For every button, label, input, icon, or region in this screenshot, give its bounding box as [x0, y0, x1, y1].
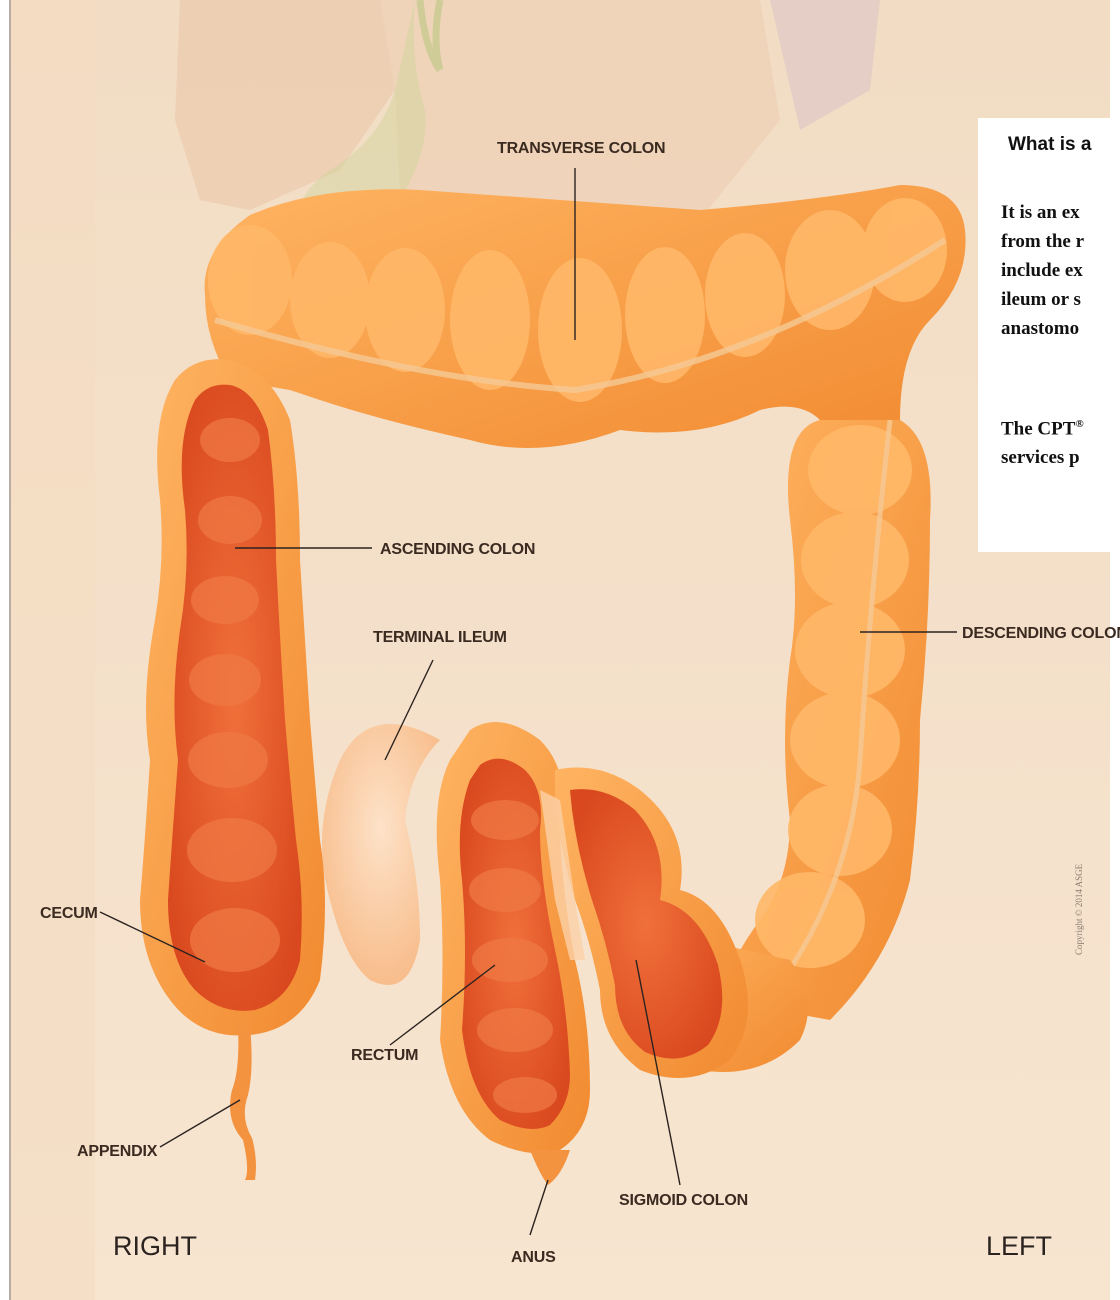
- label-anus: ANUS: [511, 1249, 556, 1266]
- label-cecum: CECUM: [40, 905, 98, 922]
- label-rectum: RECTUM: [351, 1047, 418, 1064]
- orientation-left: LEFT: [986, 1231, 1052, 1261]
- label-transverse-colon: TRANSVERSE COLON: [497, 140, 665, 157]
- label-appendix: APPENDIX: [77, 1143, 158, 1160]
- info-line: The CPT: [1001, 418, 1075, 439]
- label-descending-colon: DESCENDING COLON: [962, 625, 1120, 642]
- info-line: from the r: [1001, 231, 1084, 252]
- info-paragraph-1: It is an ex from the r include ex ileum …: [1001, 198, 1120, 343]
- info-paragraph-2: The CPT® services p: [1001, 410, 1120, 472]
- info-line: ileum or s: [1001, 289, 1081, 310]
- label-terminal-ileum: TERMINAL ILEUM: [373, 629, 507, 646]
- info-line: anastomo: [1001, 318, 1079, 339]
- info-line: include ex: [1001, 260, 1083, 281]
- copyright-notice: Copyright © 2014 ASGE: [1074, 864, 1084, 955]
- orientation-right: RIGHT: [113, 1231, 197, 1261]
- label-sigmoid-colon: SIGMOID COLON: [619, 1192, 748, 1209]
- info-title: What is a: [1008, 134, 1091, 156]
- info-line: services p: [1001, 447, 1080, 468]
- registered-mark: ®: [1075, 418, 1083, 430]
- info-line: It is an ex: [1001, 202, 1080, 223]
- label-ascending-colon: ASCENDING COLON: [380, 541, 535, 558]
